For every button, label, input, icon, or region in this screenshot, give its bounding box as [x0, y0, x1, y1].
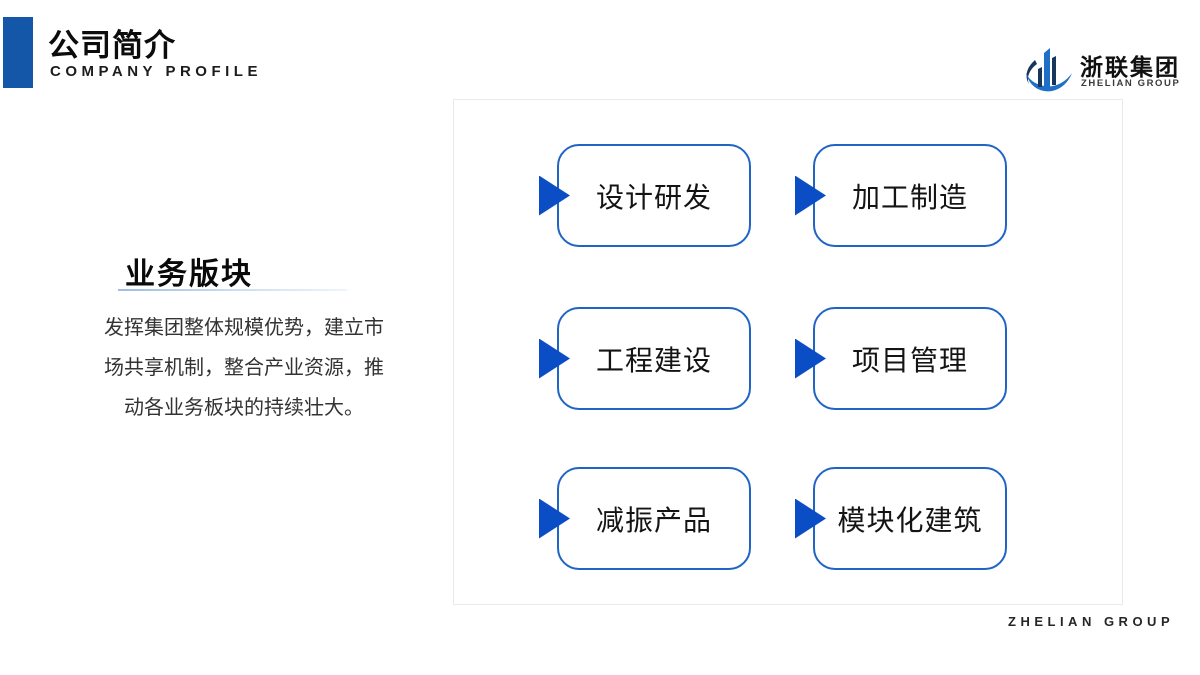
building-logo-icon — [1026, 48, 1072, 92]
logo-name-en: ZHELIAN GROUP — [1081, 78, 1181, 89]
business-block-label: 项目管理 — [813, 307, 1007, 410]
heading-underline — [118, 289, 347, 291]
business-block: 减振产品 — [539, 467, 751, 570]
business-block-label: 减振产品 — [557, 467, 751, 570]
business-block-label: 模块化建筑 — [813, 467, 1007, 570]
business-block: 工程建设 — [539, 307, 751, 410]
business-block-label: 工程建设 — [557, 307, 751, 410]
page-subtitle: COMPANY PROFILE — [50, 63, 262, 80]
business-blocks-panel: 设计研发 加工制造 工程建设 项目管理 减振产品 模块化建筑 — [453, 99, 1123, 605]
business-block-label: 加工制造 — [813, 144, 1007, 247]
page-title: 公司简介 — [48, 28, 176, 63]
business-block: 项目管理 — [795, 307, 1007, 410]
business-block-label: 设计研发 — [557, 144, 751, 247]
footer-group-name: ZHELIAN GROUP — [1008, 614, 1175, 629]
business-block: 设计研发 — [539, 144, 751, 247]
section-heading: 业务版块 — [125, 258, 253, 291]
accent-bar — [3, 17, 33, 88]
logo-name: 浙联集团 — [1080, 55, 1180, 80]
section-description: 发挥集团整体规模优势，建立市场共享机制，整合产业资源，推动各业务板块的持续壮大。 — [104, 317, 384, 419]
company-logo: 浙联集团 ZHELIAN GROUP — [1024, 44, 1179, 96]
business-block: 模块化建筑 — [795, 467, 1007, 570]
business-block: 加工制造 — [795, 144, 1007, 247]
